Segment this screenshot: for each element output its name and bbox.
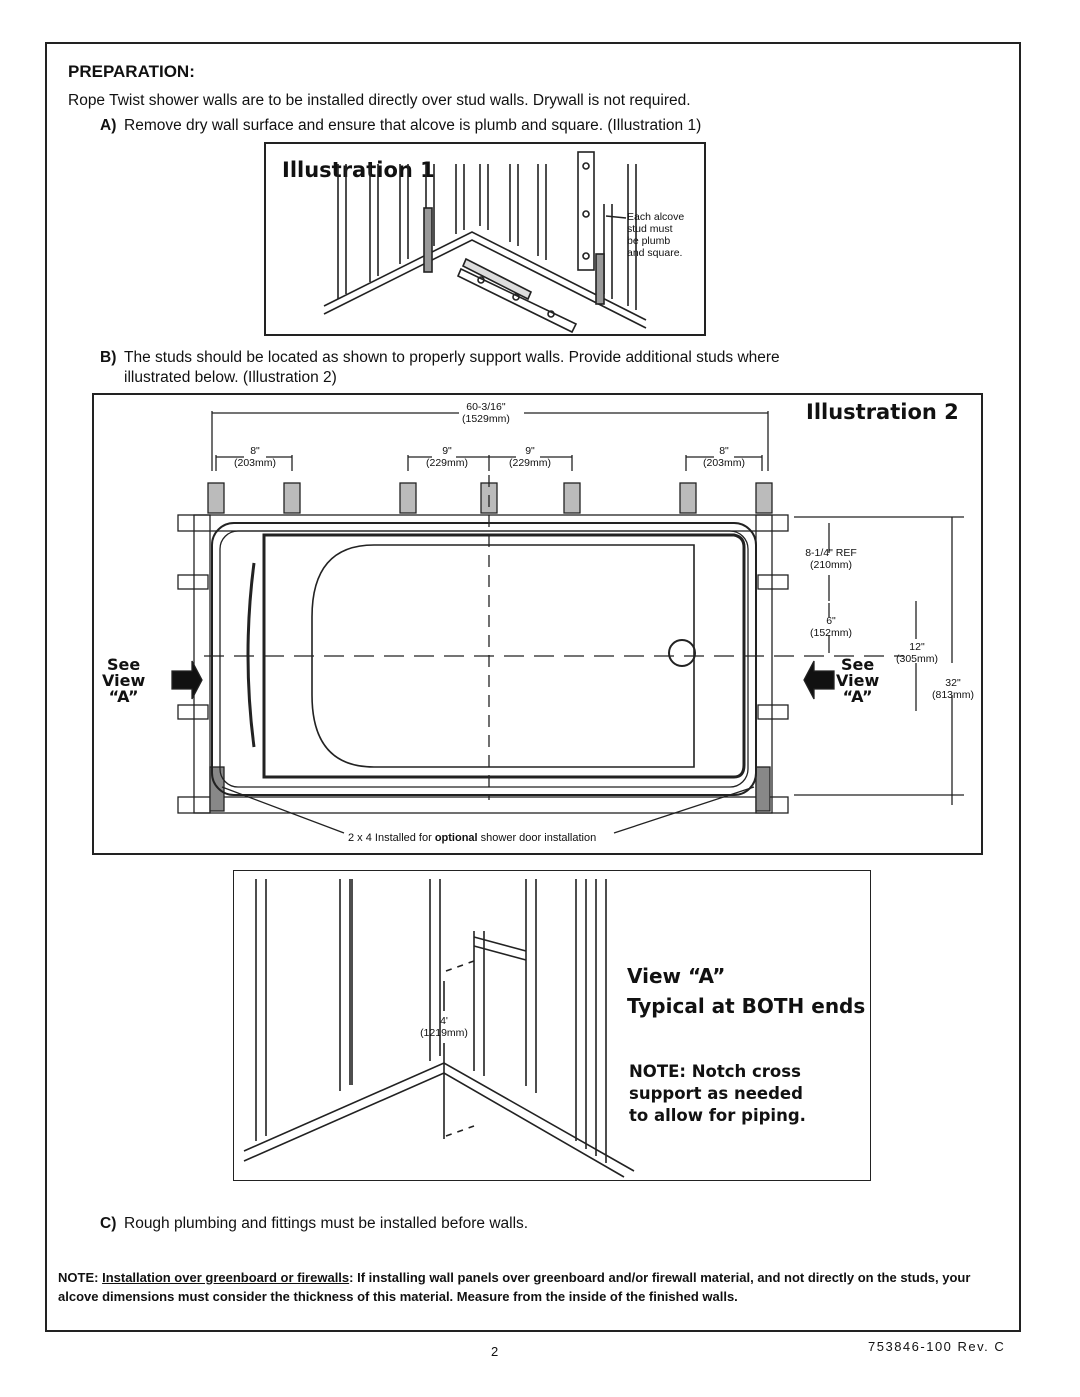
- dim-mm: (229mm): [425, 457, 468, 469]
- view-a-dim: 4' (1219mm): [420, 1015, 468, 1039]
- dim-mm: (203mm): [702, 457, 745, 469]
- step-b-line2: illustrated below. (Illustration 2): [124, 369, 337, 386]
- callout-line: stud must: [627, 223, 673, 235]
- dim-value: 8-1/4" REF: [805, 547, 857, 559]
- view-a: 4' (1219mm) View “A” Typical at BOTH end…: [233, 870, 871, 1181]
- view-a-title-line1: View “A”: [627, 964, 726, 988]
- dim-6: 6" (152mm): [806, 615, 856, 639]
- dim-value: 4': [440, 1015, 448, 1027]
- view-a-note: NOTE: Notch cross support as needed to a…: [629, 1061, 806, 1127]
- dim-ref: 8-1/4" REF (210mm): [796, 547, 866, 571]
- illustration-2-caption: 2 x 4 Installed for optional shower door…: [348, 832, 596, 844]
- step-c: C) Rough plumbing and fittings must be in…: [100, 1214, 528, 1234]
- dim-8-left: 8" (203mm): [229, 445, 281, 469]
- dim-12: 12" (305mm): [892, 641, 942, 665]
- view-label: View: [836, 671, 880, 690]
- view-a-title-line2: Typical at BOTH ends: [627, 994, 866, 1018]
- dim-value: 9": [442, 445, 452, 457]
- section-heading: PREPARATION:: [68, 62, 195, 81]
- callout-line: Each alcove: [627, 211, 685, 223]
- view-a-title: View “A” Typical at BOTH ends: [627, 961, 865, 1021]
- step-a: A) Remove dry wall surface and ensure tha…: [100, 116, 701, 136]
- dim-mm: (210mm): [809, 559, 852, 571]
- dim-9-b: 9" (229mm): [504, 445, 556, 469]
- see-view-left: See View “A”: [102, 657, 145, 705]
- dim-8-right: 8" (203mm): [698, 445, 750, 469]
- view-label: View: [102, 671, 146, 690]
- illustration-2-title: Illustration 2: [806, 400, 959, 424]
- step-a-letter: A): [100, 117, 117, 134]
- step-b: B) The studs should be located as shown t…: [100, 348, 780, 388]
- dim-value: 6": [826, 615, 836, 627]
- caption-bold: optional: [434, 832, 478, 844]
- dim-mm: (152mm): [809, 627, 852, 639]
- bottom-note: NOTE: Installation over greenboard or fi…: [58, 1268, 998, 1306]
- caption-suffix: shower door installation: [477, 832, 597, 844]
- overall-width-dim: 60-3/16" (1529mm): [462, 401, 510, 425]
- caption-prefix: 2 x 4 Installed for: [348, 832, 435, 844]
- note-underlined: Installation over greenboard or firewall…: [102, 1270, 350, 1285]
- step-b-letter: B): [100, 349, 117, 366]
- note-label: NOTE:: [58, 1270, 99, 1285]
- page-border: [45, 42, 1021, 1332]
- dim-mm: (305mm): [895, 653, 938, 665]
- dim-32: 32" (813mm): [928, 677, 978, 701]
- dim-mm: (1219mm): [420, 1027, 468, 1039]
- view-a-drawing: [243, 879, 635, 1178]
- dim-value: 8": [719, 445, 729, 457]
- callout-line: be plumb: [627, 235, 671, 247]
- dim-mm: (1529mm): [462, 413, 510, 425]
- document-number: 753846-100 Rev. C: [868, 1339, 1006, 1354]
- dim-value: 32": [945, 677, 961, 689]
- dim-value: 8": [250, 445, 260, 457]
- dim-mm: (229mm): [508, 457, 551, 469]
- dim-mm: (203mm): [233, 457, 276, 469]
- step-a-text: Remove dry wall surface and ensure that …: [124, 117, 702, 134]
- step-c-text: Rough plumbing and fittings must be inst…: [124, 1215, 529, 1232]
- view-a-note-line3: to allow for piping.: [629, 1106, 806, 1125]
- see-label: See: [840, 655, 875, 674]
- tub-plan-drawing: [171, 411, 964, 834]
- intro-text: Rope Twist shower walls are to be instal…: [68, 92, 691, 109]
- illustration-1: Illustration 1: [264, 142, 706, 336]
- note-text: : If installing wall panels over greenbo…: [58, 1270, 971, 1304]
- illustration-1-title: Illustration 1: [282, 158, 435, 182]
- illustration-2: Illustration 2: [92, 393, 983, 855]
- view-id: “A”: [108, 687, 139, 706]
- illustration-1-callout: Each alcove stud must be plumb and squar…: [627, 211, 684, 259]
- step-b-line1: The studs should be located as shown to …: [124, 349, 780, 366]
- alcove-drawing: [323, 151, 647, 334]
- page-number: 2: [491, 1344, 499, 1359]
- view-a-note-line1: NOTE: Notch cross: [629, 1062, 801, 1081]
- dim-value: 9": [525, 445, 535, 457]
- view-id: “A”: [842, 687, 873, 706]
- see-label: See: [106, 655, 141, 674]
- view-a-note-line2: support as needed: [629, 1084, 803, 1103]
- dim-value: 60-3/16": [466, 401, 506, 413]
- step-c-letter: C): [100, 1215, 117, 1232]
- see-view-right: See View “A”: [836, 657, 879, 705]
- callout-line: and square.: [627, 247, 683, 259]
- dim-value: 12": [909, 641, 925, 653]
- dim-mm: (813mm): [931, 689, 974, 701]
- dim-9-a: 9" (229mm): [421, 445, 473, 469]
